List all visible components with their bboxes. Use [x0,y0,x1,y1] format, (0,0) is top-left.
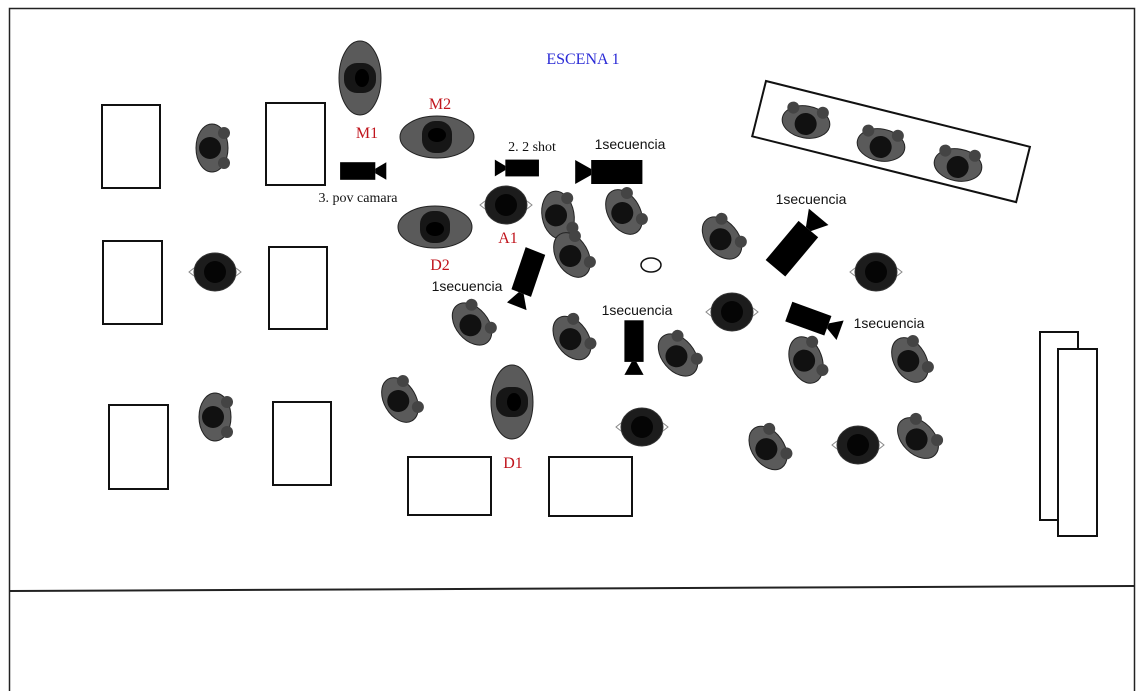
center-mark [640,257,662,273]
actor-m1 [338,40,382,116]
crowd-person [615,407,669,447]
table-left-2 [102,240,163,325]
crowd-person [693,207,752,268]
diagram-border [8,7,1136,691]
camera-pov [340,162,387,180]
table-bottom-1 [407,456,492,516]
label-sequence-right: 1secuencia [776,191,847,207]
crowd-person [705,292,759,332]
table-left-3 [108,404,169,490]
extra-person [195,123,231,173]
table-bottom-2 [548,456,633,517]
camera-sequence-mid [624,320,644,375]
crowd-person [740,417,798,478]
crowd-person [597,181,653,242]
label-a1: A1 [498,230,518,247]
crowd-person [544,307,602,368]
crowd-person [782,330,832,389]
label-m2: M2 [429,96,451,113]
label-pov-camera: 3. pov camara [319,191,399,206]
camera-sequence-right [765,208,829,277]
actor-d2 [397,205,473,249]
wall-line [9,585,1135,592]
camera-sequence-top [575,160,643,184]
actor-d1 [490,364,534,440]
label-m1: M1 [356,125,378,142]
actor-a1 [479,185,533,225]
label-two-shot: 2. 2 shot [508,140,556,155]
crowd-person [443,293,502,354]
table-right-2 [268,246,328,330]
crowd-person [889,407,949,467]
camera-two-shot [494,159,539,177]
label-sequence-mid: 1secuencia [602,302,673,318]
camera-sequence-far-right [785,301,844,340]
table-left-1 [101,104,161,189]
crowd-person [849,252,903,292]
scene-title: ESCENA 1 [546,51,619,68]
label-sequence-left: 1secuencia [432,278,503,294]
label-sequence-far-right: 1secuencia [854,315,925,331]
crowd-person [649,324,708,385]
label-d1: D1 [503,455,523,472]
label-sequence-top: 1secuencia [595,136,666,152]
crowd-person [883,329,939,390]
table-right-3 [272,401,332,486]
extra-person [198,392,234,442]
side-panel-front [1057,348,1098,537]
crowd-person [373,369,429,430]
label-d2: D2 [430,257,450,274]
table-right-1 [265,102,326,186]
extra-person [188,252,242,292]
camera-sequence-left [507,247,546,311]
actor-m2 [399,115,475,159]
crowd-person [831,425,885,465]
